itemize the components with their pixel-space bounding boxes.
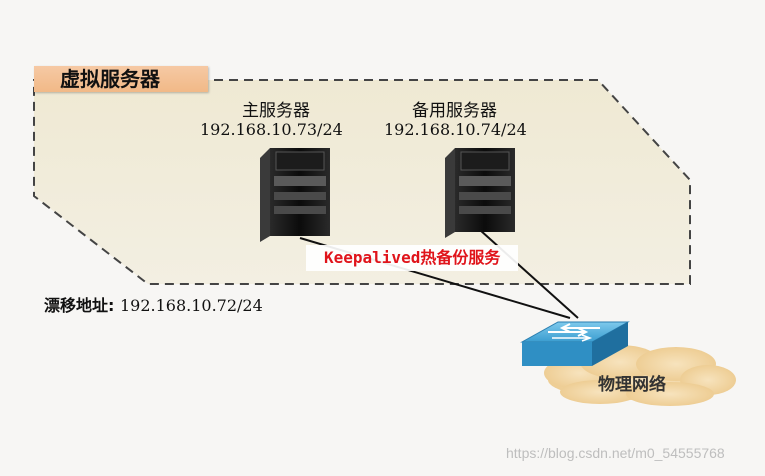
primary-server-ip: 192.168.10.73/24 — [200, 120, 343, 139]
floating-address-label: 漂移地址: — [44, 296, 115, 315]
backup-server-icon — [445, 148, 515, 238]
floating-address-ip: 192.168.10.72/24 — [119, 296, 263, 315]
backup-server-title: 备用服务器 — [412, 101, 497, 121]
keepalived-service-label: Keepalived热备份服务 — [306, 245, 519, 271]
virtual-server-title: 虚拟服务器 — [34, 66, 208, 92]
backup-server-ip: 192.168.10.74/24 — [384, 120, 527, 139]
virtual-server-group — [33, 79, 691, 285]
primary-server-icon — [260, 148, 330, 242]
backup-link — [479, 229, 579, 319]
floating-address: 漂移地址: 192.168.10.72/24 — [44, 292, 263, 316]
primary-server-title: 主服务器 — [242, 101, 310, 121]
physical-network-label: 物理网络 — [598, 375, 666, 395]
network-switch-icon — [520, 321, 630, 366]
watermark: https://blog.csdn.net/m0_54555768 — [506, 445, 725, 461]
